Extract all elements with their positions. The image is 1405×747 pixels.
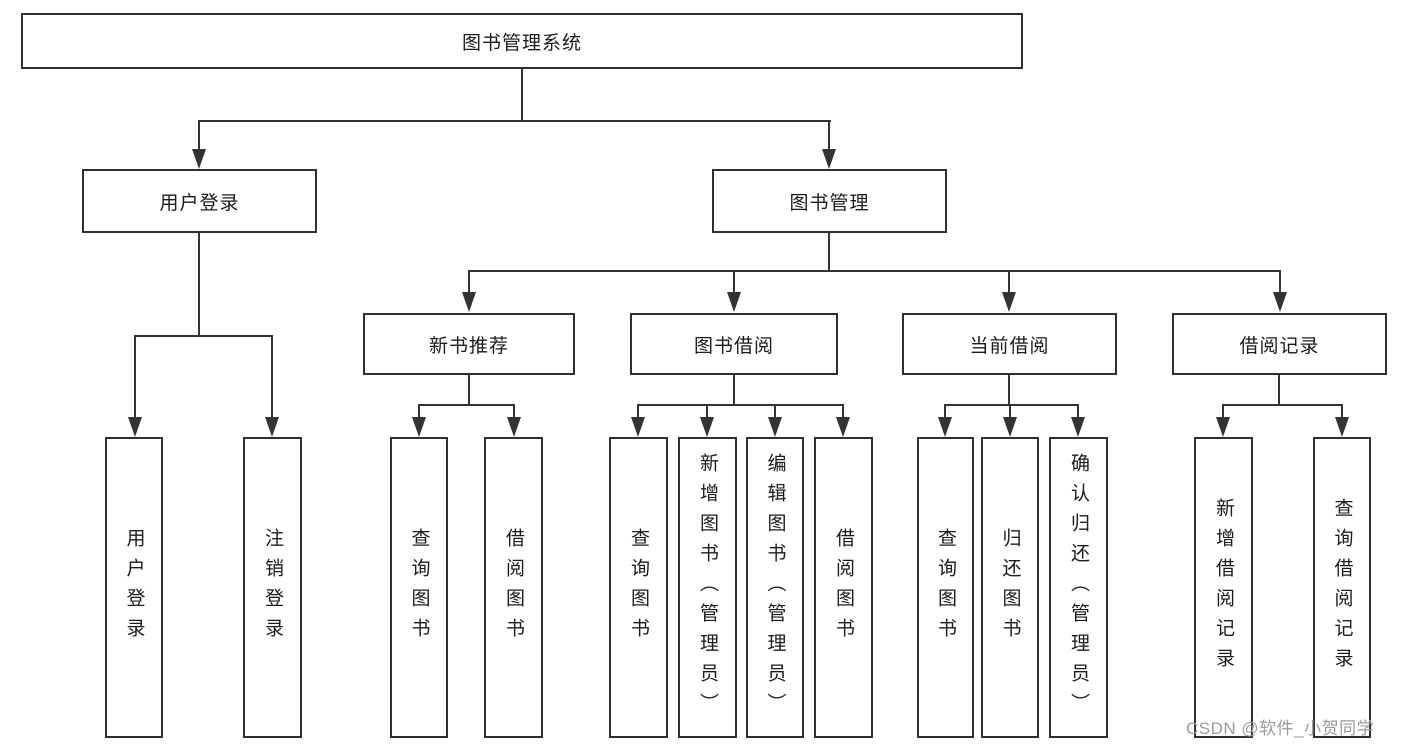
connector-line (1279, 270, 1281, 294)
connector-line (828, 233, 830, 272)
connector-line (418, 404, 515, 406)
connector-line (1222, 404, 1224, 417)
node-current-borrowing: 当前借阅 (902, 313, 1117, 375)
connector-arrowhead (265, 417, 279, 437)
connector-arrowhead (128, 417, 142, 437)
connector-line (944, 404, 946, 417)
node-borrowing-records: 借阅记录 (1172, 313, 1387, 375)
connector-line (134, 335, 136, 417)
leaf-query-borrow-record: 查询借阅记录 (1313, 437, 1371, 738)
connector-line (1008, 375, 1010, 406)
leaf-confirm-return-admin: 确认归还（管理员） (1049, 437, 1108, 738)
node-library-management-system: 图书管理系统 (21, 13, 1023, 69)
connector-line (944, 404, 1079, 406)
connector-arrowhead (1335, 417, 1349, 437)
leaf-query-books-borrowing: 查询图书 (609, 437, 668, 738)
leaf-borrow-books: 借阅图书 (814, 437, 873, 738)
connector-arrowhead (836, 417, 850, 437)
leaf-borrow-books-recommend: 借阅图书 (484, 437, 543, 738)
leaf-query-books-current: 查询图书 (917, 437, 974, 738)
connector-line (513, 404, 515, 417)
connector-line (828, 120, 830, 150)
connector-arrowhead (462, 292, 476, 312)
connector-arrowhead (768, 417, 782, 437)
connector-line (1341, 404, 1343, 417)
connector-line (198, 233, 200, 337)
node-user-login: 用户登录 (82, 169, 317, 233)
connector-line (733, 270, 735, 294)
connector-line (134, 335, 273, 337)
leaf-add-borrow-record: 新增借阅记录 (1194, 437, 1253, 738)
connector-line (637, 404, 844, 406)
connector-arrowhead (938, 417, 952, 437)
connector-line (198, 120, 200, 150)
connector-line (1077, 404, 1079, 417)
connector-line (706, 404, 708, 417)
connector-arrowhead (1216, 417, 1230, 437)
connector-line (637, 404, 639, 417)
connector-line (468, 270, 1281, 272)
connector-line (1008, 270, 1010, 294)
connector-line (1009, 404, 1011, 417)
leaf-logout: 注销登录 (243, 437, 302, 738)
connector-arrowhead (192, 149, 206, 169)
connector-arrowhead (1002, 292, 1016, 312)
node-book-borrowing: 图书借阅 (630, 313, 838, 375)
connector-arrowhead (727, 292, 741, 312)
connector-line (198, 120, 831, 122)
leaf-user-login: 用户登录 (105, 437, 163, 738)
csdn-watermark: CSDN @软件_小贺同学 (1186, 719, 1375, 738)
connector-line (733, 375, 735, 406)
connector-line (468, 375, 470, 406)
connector-arrowhead (1003, 417, 1017, 437)
connector-line (468, 270, 470, 294)
connector-line (1222, 404, 1343, 406)
connector-arrowhead (822, 149, 836, 169)
connector-line (271, 335, 273, 417)
node-book-management: 图书管理 (712, 169, 947, 233)
connector-arrowhead (1273, 292, 1287, 312)
connector-arrowhead (700, 417, 714, 437)
connector-arrowhead (412, 417, 426, 437)
node-new-book-recommend: 新书推荐 (363, 313, 575, 375)
connector-line (521, 69, 523, 122)
connector-line (842, 404, 844, 417)
connector-line (774, 404, 776, 417)
connector-arrowhead (1071, 417, 1085, 437)
leaf-query-books-recommend: 查询图书 (390, 437, 448, 738)
leaf-return-book: 归还图书 (981, 437, 1039, 738)
leaf-add-book-admin: 新增图书（管理员） (678, 437, 737, 738)
leaf-edit-book-admin: 编辑图书（管理员） (746, 437, 804, 738)
connector-line (1278, 375, 1280, 406)
connector-arrowhead (631, 417, 645, 437)
connector-line (418, 404, 420, 417)
connector-arrowhead (507, 417, 521, 437)
